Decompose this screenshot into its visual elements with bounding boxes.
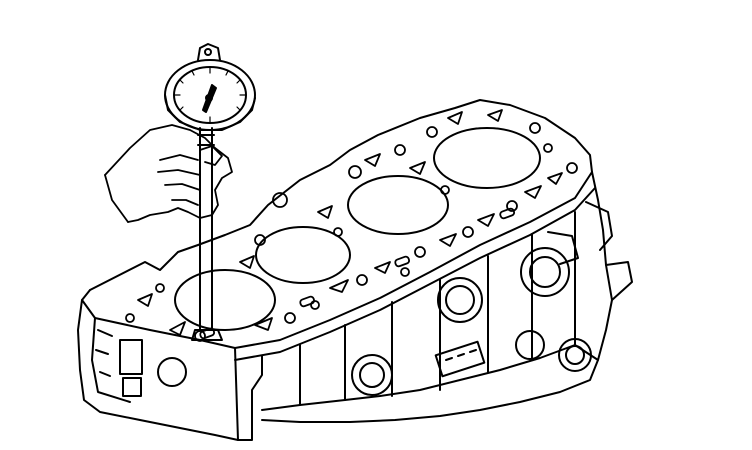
bolt-hole xyxy=(284,312,296,324)
block-right-bracket xyxy=(585,201,633,301)
side-boss-5 xyxy=(515,330,545,360)
bolt-hole xyxy=(426,126,438,138)
bolt-hole xyxy=(414,246,426,258)
cylinder-bore-3 xyxy=(347,175,449,235)
water-passage xyxy=(317,205,333,219)
block-left-face xyxy=(77,299,239,441)
water-passage xyxy=(439,233,457,247)
water-passage xyxy=(487,109,503,122)
bolt-hole xyxy=(125,313,135,323)
side-boss-1 xyxy=(351,354,393,396)
water-passage xyxy=(364,153,381,167)
mount-pad xyxy=(547,231,579,265)
water-passage xyxy=(329,279,349,293)
gauge-shaft xyxy=(199,127,213,331)
gauge-dial-rim-depth xyxy=(164,94,256,131)
block-side-ribs xyxy=(299,211,576,406)
gauge-dial-face xyxy=(173,66,247,124)
bolt-hole xyxy=(543,143,553,153)
side-boss-4 xyxy=(558,338,592,372)
bolt-hole xyxy=(333,227,343,237)
gauge-dial-ticks xyxy=(174,67,246,123)
technician-hand xyxy=(104,124,233,223)
cylinder-bore-4 xyxy=(433,127,541,189)
gauge-measuring-head xyxy=(191,329,223,341)
hand-fingers xyxy=(157,154,201,206)
side-boss-3 xyxy=(520,247,570,297)
hand-cuff xyxy=(104,174,129,223)
left-face-details xyxy=(95,329,113,377)
side-boss-4-bore xyxy=(565,345,585,365)
bolt-hole xyxy=(155,283,165,293)
water-passage xyxy=(137,293,153,307)
water-passage xyxy=(254,317,273,331)
block-deck-outline xyxy=(89,99,593,291)
gauge-shaft-collar xyxy=(197,134,215,146)
bolt-hole xyxy=(348,165,362,179)
hand-outline xyxy=(104,124,233,223)
water-passage xyxy=(374,261,391,274)
gauge-top-lug xyxy=(197,43,221,61)
block-front-corner xyxy=(234,347,263,441)
bolt-hole xyxy=(356,274,368,286)
bolt-hole xyxy=(529,122,541,134)
bolt-hole xyxy=(462,226,474,238)
bolt-hole xyxy=(310,300,320,310)
left-face-port xyxy=(157,357,187,387)
water-passage xyxy=(547,172,563,185)
water-passage xyxy=(169,321,186,336)
block-deck-lower-edge xyxy=(234,187,596,361)
water-passage xyxy=(409,161,426,175)
side-boss-1-bore xyxy=(359,362,385,388)
engine-block xyxy=(77,99,633,441)
block-right-face xyxy=(591,171,613,361)
water-passage xyxy=(447,111,463,125)
bolt-hole xyxy=(254,234,266,246)
slot-passage xyxy=(499,207,516,220)
bolt-hole xyxy=(272,192,288,208)
block-deck-front-edge xyxy=(81,171,593,349)
block-bottom-skirt xyxy=(261,344,599,423)
bolt-hole xyxy=(506,200,518,212)
water-passage xyxy=(477,213,495,227)
bolt-hole xyxy=(394,144,406,156)
deck-passages xyxy=(125,109,578,342)
bolt-hole xyxy=(400,267,410,277)
side-boss-2-bore xyxy=(445,285,475,315)
cylinder-bore-1 xyxy=(174,269,276,331)
water-passage xyxy=(524,185,542,199)
gauge-lug-hole xyxy=(204,48,212,56)
dial-bore-gauge xyxy=(164,43,256,341)
gallery-plate-ports xyxy=(445,349,477,361)
slot-passage xyxy=(394,255,411,268)
bolt-hole xyxy=(440,185,450,195)
slot-passage xyxy=(299,295,316,308)
block-left-face-inner xyxy=(91,317,131,403)
cylinder-bores xyxy=(174,127,541,331)
left-face-window-2 xyxy=(122,377,142,397)
water-passage xyxy=(239,255,255,269)
cylinder-bore-2 xyxy=(255,226,351,284)
side-boss-3-bore xyxy=(529,256,561,288)
gauge-needle-pivot xyxy=(205,94,213,102)
gallery-plate xyxy=(434,340,486,378)
bolt-hole xyxy=(566,162,578,174)
left-face-window-1 xyxy=(119,339,143,375)
side-boss-2 xyxy=(437,277,483,323)
